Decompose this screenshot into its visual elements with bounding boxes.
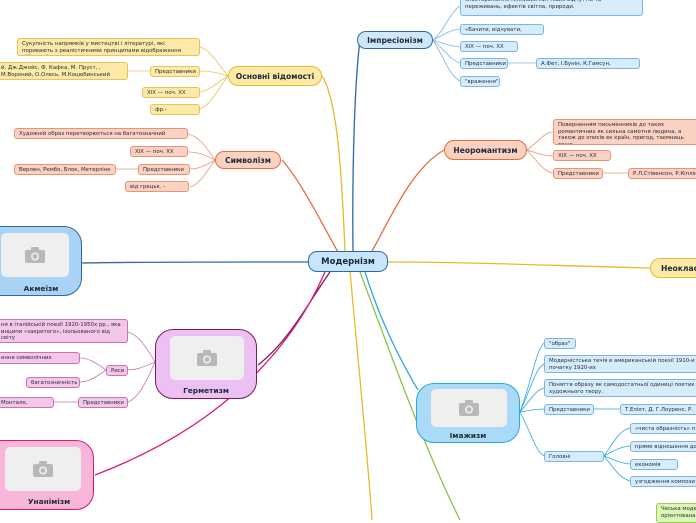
imagism-principle[interactable]: «чиста образність» п	[630, 423, 696, 434]
camera-icon	[25, 247, 45, 263]
impressionism-representatives[interactable]: А.Фет, І.Бунін, К.Гамсун, М.Пруст	[536, 58, 640, 69]
basics-representatives-label[interactable]: Представники	[150, 66, 200, 77]
imagism-representatives-label[interactable]: Представники	[544, 404, 594, 415]
camera-icon	[33, 461, 53, 477]
acmeism-title: Акмеїзм	[23, 284, 59, 293]
image-placeholder	[5, 447, 81, 491]
branch-neoclassicism[interactable]: Неокласи	[650, 258, 696, 278]
imagism-representatives[interactable]: Т.Еліот, Д. Г.Лоуренс, Р.	[620, 404, 696, 415]
image-placeholder	[170, 336, 244, 380]
branch-acmeism[interactable]: Акмеїзм	[0, 226, 82, 296]
branch-hermetism[interactable]: Герметизм	[155, 329, 257, 399]
czech-modernism-note[interactable]: Чеська моде орієнтована	[656, 503, 696, 523]
imagism-principle[interactable]: економія слів	[630, 459, 678, 470]
hermetism-trait-ambiguity[interactable]: багатозначність	[26, 377, 80, 388]
hermetism-representatives[interactable]: Монтале, П.Целан	[0, 397, 54, 408]
imagism-title: Імажизм	[449, 431, 487, 440]
symbolism-representatives[interactable]: Верлен, Рембо, Блок, Метерлінк	[14, 164, 116, 175]
neoromanticism-representatives[interactable]: Р.Л.Стівенсон, Р.Кіплін	[628, 168, 696, 179]
hermetism-title: Герметизм	[183, 386, 229, 395]
unanimism-title: Унанімізм	[27, 497, 71, 506]
impressionism-period[interactable]: XIX — поч. XX ст.	[460, 41, 518, 52]
impressionism-description[interactable]: спостереження мінливих миттєвих відчутті…	[460, 0, 643, 16]
symbolism-period[interactable]: XIX — поч. XX ст.	[130, 146, 188, 157]
basics-etymology[interactable]: фр.- "новітній"	[150, 104, 200, 115]
hermetism-trait-symbolic[interactable]: ення символічних	[0, 352, 80, 364]
imagism-principle[interactable]: пряме відношення до	[630, 441, 696, 452]
imagism-principle[interactable]: узгодження компози	[630, 476, 696, 487]
branch-neoromanticism[interactable]: Неоромантизм	[444, 140, 527, 160]
branch-symbolism[interactable]: Символізм	[215, 151, 281, 169]
imagism-term[interactable]: "образ"	[544, 338, 576, 349]
image-placeholder	[1, 233, 69, 277]
branch-imagism[interactable]: Імажизм	[416, 383, 520, 443]
hermetism-traits-label[interactable]: Риси	[106, 365, 128, 376]
symbolism-etymology[interactable]: від грецьк. - "знак"	[125, 181, 189, 192]
basics-period[interactable]: XIX — поч. XX ст.	[142, 87, 200, 98]
symbolism-representatives-label[interactable]: Представники	[138, 164, 190, 175]
branch-unanimism[interactable]: Унанімізм	[0, 440, 94, 510]
central-topic-modernism[interactable]: Модернізм	[308, 251, 388, 272]
impressionism-representatives-label[interactable]: Представники	[460, 58, 508, 69]
imagism-principles-label[interactable]: Головні принципи	[544, 451, 604, 462]
basics-representatives-list[interactable]: й, Дж.Джойс, Ф. Кафка, М. Пруст, , М.Вор…	[0, 62, 128, 80]
neoromanticism-period[interactable]: XIX — поч. XX ст.	[553, 150, 611, 161]
imagism-description[interactable]: Модерністська течія в американській поез…	[544, 355, 696, 373]
imagism-concept[interactable]: Поняття образу як самодостатньої одиниці…	[544, 379, 696, 397]
branch-basics[interactable]: Основні відомості	[228, 66, 322, 86]
symbolism-image[interactable]: Художній образ перетворюється на багатоз…	[14, 128, 188, 139]
image-placeholder	[431, 389, 507, 427]
impressionism-motto[interactable]: «Бачити, відчувати, висловлювати»	[460, 24, 544, 35]
basics-definition[interactable]: Сукупність напрямків у мистецтві і літер…	[17, 38, 200, 56]
impressionism-term[interactable]: "враження"	[460, 76, 500, 87]
hermetism-description[interactable]: ня в італійській поезії 1920-1950х рр., …	[0, 319, 128, 343]
camera-icon	[197, 350, 217, 366]
branch-impressionism[interactable]: Імпресіонізм	[357, 31, 433, 49]
neoromanticism-description[interactable]: Поверненням письменників до таких романт…	[553, 119, 696, 145]
camera-icon	[459, 400, 479, 416]
neoromanticism-representatives-label[interactable]: Представники	[553, 168, 603, 179]
hermetism-representatives-label[interactable]: Представники	[78, 397, 128, 408]
